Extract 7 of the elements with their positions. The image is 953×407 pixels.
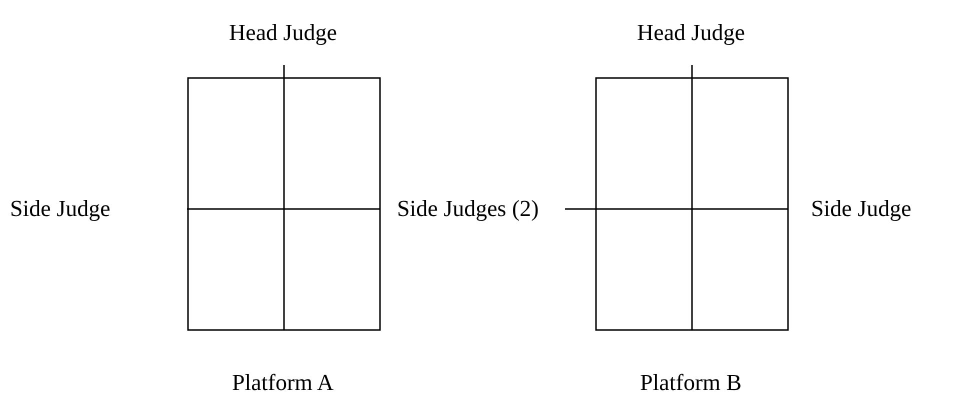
platform-label: Platform A — [232, 370, 334, 396]
judge-label: Head Judge — [229, 20, 337, 46]
judge-label: Side Judges (2) — [397, 196, 539, 222]
platform-label: Platform B — [640, 370, 742, 396]
judge-label: Head Judge — [637, 20, 745, 46]
judge-label: Side Judge — [811, 196, 912, 222]
judge-label: Side Judge — [10, 196, 110, 222]
